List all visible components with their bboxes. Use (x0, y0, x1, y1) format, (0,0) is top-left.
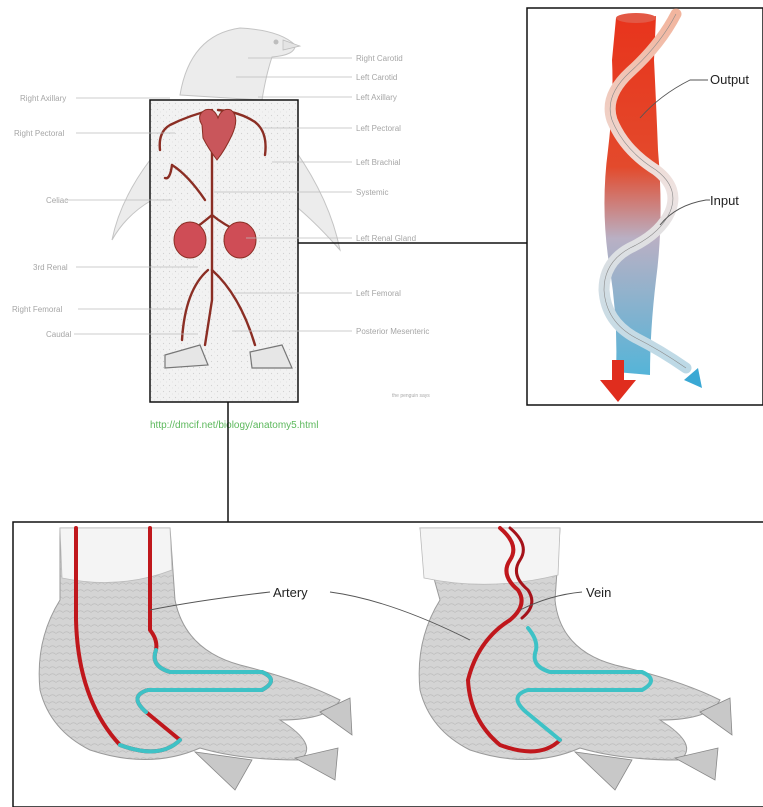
source-url[interactable]: http://dmcif.net/biology/anatomy5.html (150, 420, 318, 431)
exchanger-panel: Output Input (527, 8, 763, 405)
label-3rd-renal: 3rd Renal (33, 263, 68, 272)
penguin-panel: Right Axillary Right Pectoral Celiac 3rd… (12, 28, 430, 431)
feet-panel: Artery Vein (13, 522, 763, 807)
credit-text: the penguin says (392, 393, 430, 399)
label-caudal: Caudal (46, 330, 72, 339)
label-right-pectoral: Right Pectoral (14, 129, 64, 138)
label-output: Output (710, 72, 749, 87)
label-input: Input (710, 193, 739, 208)
label-right-carotid: Right Carotid (356, 54, 403, 63)
label-left-brachial: Left Brachial (356, 158, 401, 167)
label-artery: Artery (273, 585, 308, 600)
label-left-axillary: Left Axillary (356, 93, 397, 102)
label-right-femoral: Right Femoral (12, 305, 62, 314)
label-right-axillary: Right Axillary (20, 94, 66, 103)
label-left-femoral: Left Femoral (356, 289, 401, 298)
label-left-carotid: Left Carotid (356, 73, 397, 82)
label-left-pectoral: Left Pectoral (356, 124, 401, 133)
right-foot (419, 528, 732, 790)
label-systemic: Systemic (356, 188, 388, 197)
label-left-renal-gland: Left Renal Gland (356, 234, 416, 243)
label-vein: Vein (586, 585, 611, 600)
label-celiac: Celiac (46, 196, 68, 205)
left-foot (39, 528, 352, 790)
label-posterior-mesenteric: Posterior Mesenteric (356, 327, 429, 336)
